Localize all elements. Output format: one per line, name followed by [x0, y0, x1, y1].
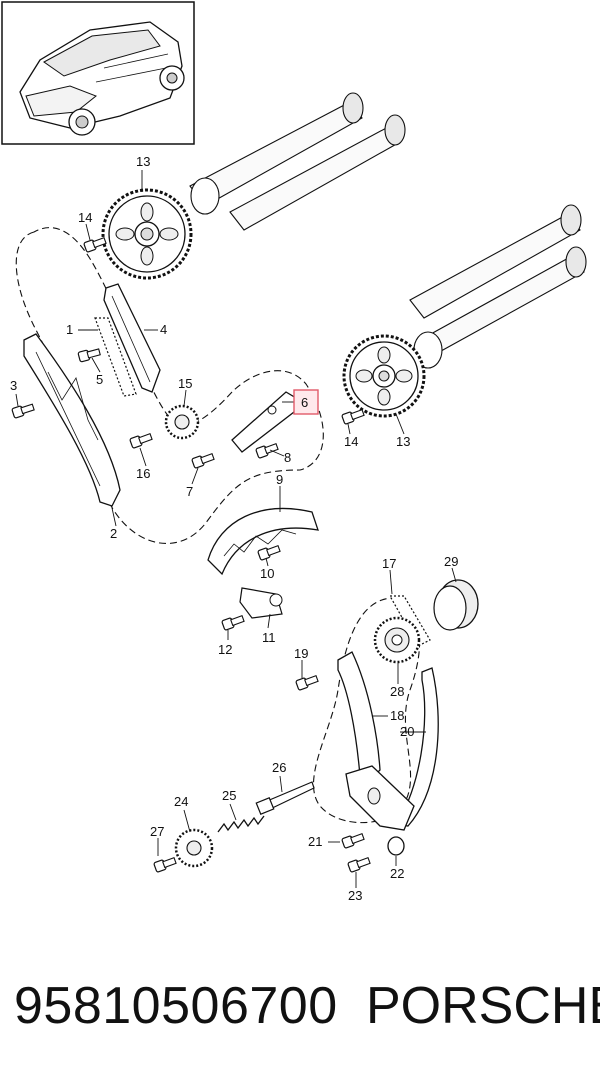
- bolt-14-lower: [340, 407, 366, 426]
- callout-1[interactable]: 1: [66, 322, 73, 337]
- callout-21[interactable]: 21: [308, 834, 322, 849]
- part-number: 95810506700: [14, 977, 338, 1035]
- callout-16[interactable]: 16: [136, 466, 150, 481]
- intermediate-sprocket-small: [164, 404, 200, 440]
- callout-29[interactable]: 29: [444, 554, 458, 569]
- vehicle-thumbnail: [1, 1, 195, 145]
- crankshaft-sprocket: [373, 616, 421, 664]
- callout-12[interactable]: 12: [218, 642, 232, 657]
- bolt-7: [190, 451, 216, 470]
- callout-20[interactable]: 20: [400, 724, 414, 739]
- chain-tensioner-housing: [345, 765, 415, 831]
- camshaft-sprocket-upper: [101, 188, 193, 280]
- callout-27[interactable]: 27: [150, 824, 164, 839]
- oil-pump-sprocket: [174, 828, 214, 868]
- bolt-10: [256, 543, 282, 562]
- bolt-27: [152, 855, 178, 874]
- bolt-16: [128, 431, 154, 450]
- chain-guide-9: [207, 507, 319, 576]
- bolt-23: [346, 855, 372, 874]
- callout-28[interactable]: 28: [390, 684, 404, 699]
- tensioner-plunger: [255, 781, 315, 815]
- bolt-8: [254, 441, 280, 460]
- callout-13b[interactable]: 13: [396, 434, 410, 449]
- callout-13a[interactable]: 13: [136, 154, 150, 169]
- callout-8[interactable]: 8: [284, 450, 291, 465]
- callout-18[interactable]: 18: [390, 708, 404, 723]
- tensioning-rail-left: [23, 333, 121, 507]
- bolt-3: [11, 401, 36, 419]
- callout-14a[interactable]: 14: [78, 210, 92, 225]
- washer-22: [387, 836, 405, 856]
- callout-23[interactable]: 23: [348, 888, 362, 903]
- callout-4[interactable]: 4: [160, 322, 167, 337]
- bolt-14-upper: [82, 235, 108, 254]
- camshaft-sprocket-lower: [342, 334, 426, 418]
- brand-name: PORSCHE: [366, 977, 600, 1035]
- callout-24[interactable]: 24: [174, 794, 188, 809]
- bolt-12: [220, 613, 246, 632]
- callout-11[interactable]: 11: [262, 630, 276, 645]
- bolt-19: [294, 673, 320, 692]
- highlighted-callout-box: [293, 389, 319, 415]
- callout-9[interactable]: 9: [276, 472, 283, 487]
- bolt-21: [340, 831, 366, 850]
- callout-6[interactable]: 6: [301, 395, 308, 410]
- callout-5[interactable]: 5: [96, 372, 103, 387]
- callout-17[interactable]: 17: [382, 556, 396, 571]
- callout-25[interactable]: 25: [222, 788, 236, 803]
- callout-14b[interactable]: 14: [344, 434, 358, 449]
- chain-tensioner-11: [239, 587, 283, 619]
- callout-3[interactable]: 3: [10, 378, 17, 393]
- callout-7[interactable]: 7: [186, 484, 193, 499]
- bolt-5: [77, 346, 102, 363]
- callout-10[interactable]: 10: [260, 566, 274, 581]
- callout-labels: 13 14 1 4 5 3 15 6 8 16 7 2 14 13 9 10 1…: [10, 154, 458, 903]
- camshaft-upper: [189, 92, 406, 231]
- leader-lines: [15, 170, 457, 888]
- chain-guide-6: [231, 391, 297, 453]
- callout-22[interactable]: 22: [390, 866, 404, 881]
- tensioner-spring: [217, 815, 265, 833]
- callout-15[interactable]: 15: [178, 376, 192, 391]
- camshaft-lower: [409, 204, 587, 369]
- callout-2[interactable]: 2: [110, 526, 117, 541]
- callout-19[interactable]: 19: [294, 646, 308, 661]
- tensioning-rail-20: [394, 667, 439, 827]
- callout-26[interactable]: 26: [272, 760, 286, 775]
- footer: 95810506700 PORSCHE: [0, 968, 600, 1068]
- guide-rail-upper: [103, 283, 161, 393]
- idler-roller: [433, 579, 479, 631]
- timing-chain-upper: [94, 317, 137, 397]
